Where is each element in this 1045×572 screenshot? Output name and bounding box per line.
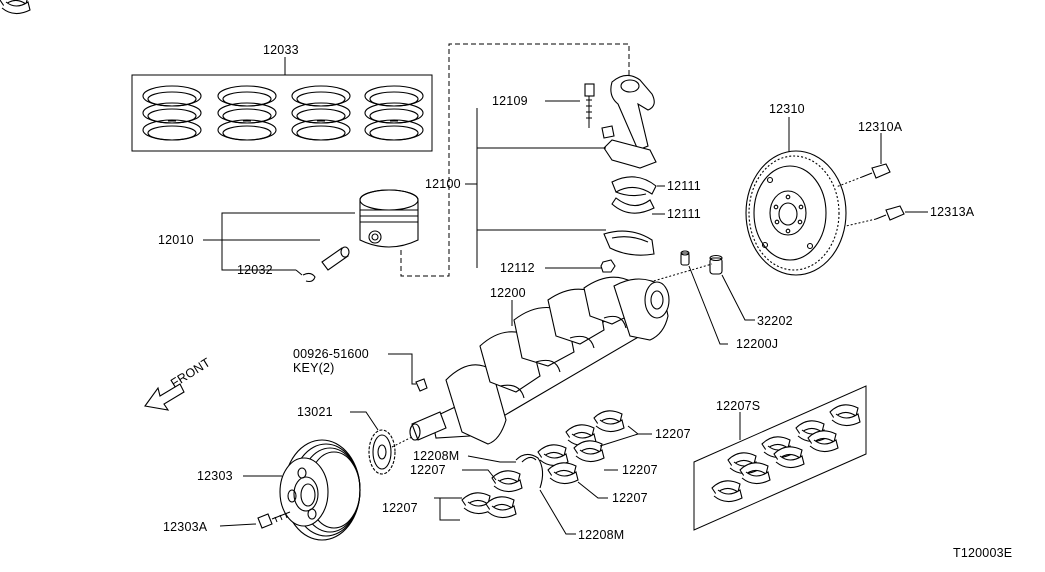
label-main-bearing-5: 12207: [382, 501, 418, 515]
main-bearing-4[interactable]: [491, 470, 523, 493]
label-flywheel: 12310: [769, 102, 805, 116]
pilot-bushing[interactable]: [709, 254, 723, 275]
label-piston-pin-clip: 12032: [237, 263, 273, 277]
label-key-part-no: 00926-51600: [293, 347, 369, 361]
piston-ring-set[interactable]: [131, 57, 433, 152]
conrod-bearing-lower[interactable]: [611, 197, 655, 214]
piston-pin[interactable]: [321, 246, 350, 271]
label-crank-pin: 12200J: [736, 337, 778, 351]
diagram-id: T120003E: [953, 546, 1012, 560]
conrod-bolt[interactable]: [584, 83, 615, 139]
label-crank-sprocket: 13021: [297, 405, 333, 419]
label-pilot-bushing: 32202: [757, 314, 793, 328]
label-main-bearing-3: 12207: [612, 491, 648, 505]
crankshaft[interactable]: [409, 276, 670, 445]
flywheel-bolt-a[interactable]: [835, 163, 891, 188]
main-bearing-5[interactable]: [461, 492, 517, 519]
front-label: FRONT: [168, 355, 213, 390]
label-main-bearing-1: 12207: [655, 427, 691, 441]
main-bearing-2[interactable]: [573, 440, 605, 463]
conrod-bearing-upper[interactable]: [611, 176, 657, 197]
label-thrust-bearing-bottom: 12208M: [578, 528, 624, 542]
thrust-bearing[interactable]: [515, 453, 544, 489]
label-conrod-nut: 12112: [500, 261, 535, 275]
label-key-note: KEY(2): [293, 361, 335, 375]
main-bearing-set[interactable]: [693, 385, 867, 531]
label-crank-pulley: 12303: [197, 469, 233, 483]
front-arrow-icon: [144, 383, 185, 411]
crank-pin[interactable]: [680, 250, 690, 266]
label-conrod-bearing-lower: 12111: [667, 207, 701, 221]
label-conrod-bolt: 12109: [492, 94, 528, 108]
label-thrust-bearing-top: 12208M: [413, 449, 459, 463]
label-conrod-bearing-upper: 12111: [667, 179, 701, 193]
piston[interactable]: [359, 189, 419, 248]
label-main-bearing-2: 12207: [622, 463, 658, 477]
conrod-cap[interactable]: [603, 230, 655, 256]
piston-pin-clip[interactable]: [302, 272, 316, 283]
main-bearing-3[interactable]: [537, 444, 579, 485]
flywheel[interactable]: [745, 150, 847, 276]
connecting-rod[interactable]: [603, 74, 657, 169]
crank-sprocket[interactable]: [368, 429, 396, 475]
label-conrod-assembly: 12100: [425, 177, 461, 191]
pulley-bolt[interactable]: [257, 511, 291, 529]
conrod-nut[interactable]: [600, 259, 616, 273]
woodruff-key[interactable]: [415, 378, 428, 392]
label-pulley-bolt: 12303A: [163, 520, 208, 534]
label-piston: 12010: [158, 233, 194, 247]
label-main-bearing-set: 12207S: [716, 399, 760, 413]
label-crankshaft: 12200: [490, 286, 526, 300]
label-main-bearing-4: 12207: [410, 463, 446, 477]
label-flywheel-bolt-b: 12313A: [930, 205, 975, 219]
flywheel-bolt-b[interactable]: [845, 205, 905, 227]
main-bearing-1[interactable]: [565, 410, 625, 447]
label-piston-ring-set: 12033: [263, 43, 299, 57]
crank-pulley[interactable]: [279, 439, 361, 541]
label-flywheel-bolt-a: 12310A: [858, 120, 903, 134]
